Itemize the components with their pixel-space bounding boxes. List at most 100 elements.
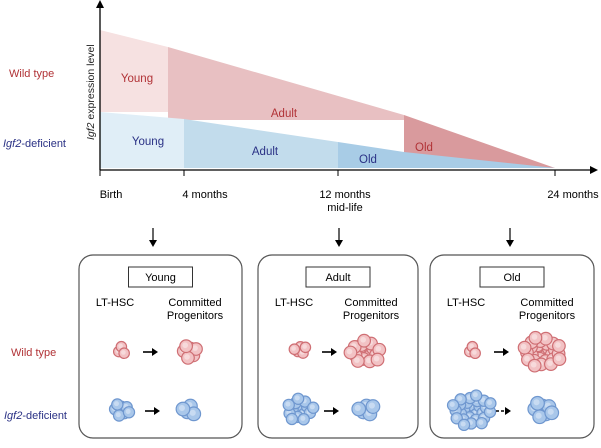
def-old-region: [338, 142, 555, 168]
def-adult-label: Adult: [252, 146, 279, 158]
cell-nucleus: [375, 345, 382, 352]
x-axis-arrow: [590, 166, 598, 174]
wt-old-region: [404, 115, 555, 168]
right-arrow-icon: [496, 407, 511, 415]
cell-nucleus: [472, 350, 477, 355]
cell-nucleus: [291, 346, 296, 351]
row-label-wild-type: Wild type: [11, 347, 56, 359]
right-arrow-icon: [324, 407, 339, 415]
progenitor-cluster-wild-type: [343, 333, 387, 369]
cell-nucleus: [547, 360, 553, 366]
y-axis-arrow: [96, 0, 104, 8]
progenitor-cluster-deficient: [175, 398, 202, 422]
cell-nucleus: [192, 345, 198, 351]
def-adult-region: [184, 119, 338, 168]
cell-nucleus: [469, 343, 474, 349]
lt-hsc-cluster-deficient: [108, 398, 136, 422]
wt-young-region: [100, 30, 168, 112]
progenitor-cluster-wild-type: [517, 330, 567, 373]
progenitor-label-line1: Committed: [520, 297, 573, 309]
cell-nucleus: [547, 408, 554, 415]
cell-nucleus: [302, 344, 307, 349]
progenitor-cluster-deficient: [527, 395, 560, 425]
lt-hsc-cluster-deficient: [282, 392, 320, 426]
lt-hsc-cluster-wild-type: [463, 340, 481, 360]
tick-label-birth: Birth: [100, 189, 123, 201]
right-arrow-icon: [145, 407, 160, 415]
down-arrow-icon: [506, 228, 514, 247]
progenitor-label-line2: Progenitors: [519, 310, 576, 322]
cell-nucleus: [346, 348, 353, 355]
down-arrows: [149, 228, 514, 247]
cell-nucleus: [182, 342, 189, 349]
igf2-deficient-label: Igf2-deficient: [3, 138, 66, 150]
wt-young-label: Young: [121, 73, 153, 85]
wild-type-label: Wild type: [9, 68, 54, 80]
cell-nucleus: [460, 421, 466, 427]
cell-nucleus: [294, 395, 300, 401]
cell-nucleus: [373, 355, 380, 362]
tick-sublabel-mid-life: mid-life: [327, 202, 362, 214]
panel-title-box: [479, 266, 545, 288]
panel-title: Old: [503, 272, 520, 284]
lt-hsc-label: LT-HSC: [275, 297, 313, 309]
cell-nucleus: [285, 401, 291, 407]
panel-title: Young: [145, 272, 176, 284]
right-arrow-icon: [143, 348, 158, 356]
progenitor-label-line1: Committed: [168, 297, 221, 309]
cell-nucleus: [368, 402, 375, 409]
cell-nucleus: [542, 334, 548, 341]
cell-nucleus: [487, 400, 493, 406]
cell-nucleus: [531, 334, 538, 340]
cell-nucleus: [486, 408, 492, 414]
panel-title-box: [128, 266, 193, 288]
cell-nucleus: [453, 414, 459, 420]
lt-hsc-cluster-wild-type: [288, 341, 312, 359]
cell-nucleus: [113, 401, 120, 407]
def-young-label: Young: [132, 136, 164, 148]
cell-nucleus: [365, 357, 372, 364]
expression-timeline: Birth 4 months 12 months mid-life 24 mon…: [3, 0, 599, 214]
cell-nucleus: [184, 354, 190, 360]
panel-title-box: [305, 266, 371, 288]
cell-nucleus: [125, 408, 131, 414]
tick-label-24-months: 24 months: [547, 189, 599, 201]
tick-label-4-months: 4 months: [182, 189, 228, 201]
lt-hsc-cluster-wild-type: [112, 340, 130, 360]
progenitor-label-line2: Progenitors: [167, 310, 224, 322]
cell-nucleus: [457, 396, 463, 402]
cell-nucleus: [189, 409, 196, 416]
cell-nucleus: [480, 397, 486, 403]
progenitor-label-line2: Progenitors: [343, 310, 400, 322]
cell-nucleus: [178, 404, 185, 412]
cell-nucleus: [449, 401, 455, 407]
cell-nucleus: [535, 412, 542, 419]
cell-nucleus: [555, 342, 561, 348]
cell-nucleus: [288, 415, 294, 421]
cell-nucleus: [472, 392, 478, 398]
cell-nucleus: [121, 350, 126, 355]
lt-hsc-cluster-deficient: [446, 389, 497, 432]
panel-title: Adult: [325, 272, 350, 284]
progenitor-cluster-wild-type: [176, 339, 203, 365]
tick-label-12-months: 12 months: [319, 189, 371, 201]
lt-hsc-label: LT-HSC: [447, 297, 485, 309]
progenitor-label-line1: Committed: [344, 297, 397, 309]
cell-nucleus: [524, 355, 530, 362]
cell-nucleus: [354, 357, 360, 363]
progenitor-cluster-deficient: [351, 398, 381, 422]
y-axis-label: Igf2 expression level: [85, 44, 97, 140]
cell-nucleus: [360, 336, 367, 343]
cell-nucleus: [300, 415, 306, 421]
wt-adult-label: Adult: [271, 108, 298, 120]
row-label-igf2-deficient: Igf2-deficient: [4, 410, 67, 422]
cell-nucleus: [354, 404, 361, 412]
def-old-label: Old: [359, 154, 377, 166]
def-young-region: [100, 112, 184, 168]
right-arrow-icon: [494, 348, 509, 356]
right-arrow-icon: [322, 348, 337, 356]
